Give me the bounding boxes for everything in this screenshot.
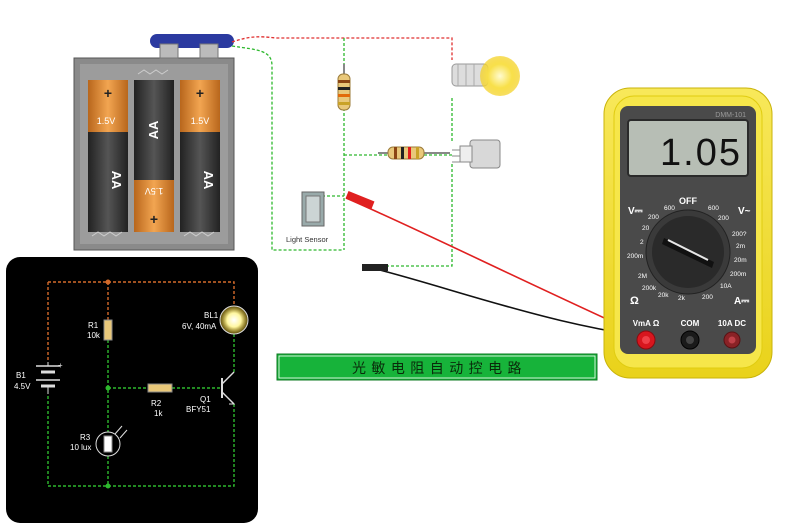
cell-1-label: AA xyxy=(109,171,124,190)
r3-ldr-symbol xyxy=(95,425,128,457)
light-bulb[interactable] xyxy=(451,56,520,96)
bl1-value: 6V, 40mA xyxy=(182,322,217,331)
b1-value: 4.5V xyxy=(14,382,31,391)
light-sensor[interactable]: Light Sensor xyxy=(286,191,329,244)
b1-name: B1 xyxy=(16,371,26,380)
transistor-component xyxy=(452,139,501,169)
r2-name: R2 xyxy=(151,399,162,408)
scale-right-2m: 2m xyxy=(736,243,745,250)
resistor-r1-component xyxy=(337,64,351,111)
port-10a-label: 10A DC xyxy=(718,319,746,328)
scale-ohm-200k: 200k xyxy=(642,285,657,292)
title-banner: 光 敏 电 阻 自 动 控 电 路 xyxy=(276,353,598,381)
scale-ohm-2k: 2k xyxy=(678,295,686,302)
q1-transistor-symbol xyxy=(221,371,236,405)
r3-value: 10 lux xyxy=(70,443,91,452)
off-label: OFF xyxy=(679,196,697,206)
title-banner-text: 光 敏 电 阻 自 动 控 电 路 xyxy=(352,361,522,377)
port-vma-label: VmA Ω xyxy=(633,319,660,328)
schematic-battery-symbol: + xyxy=(36,361,63,394)
cell-3-label: AA xyxy=(201,171,216,190)
v-ac-label: V~ xyxy=(738,206,751,217)
schematic-panel: + B1 4.5V R1 10k R2 1k BL1 6V, 40mA Q1 B… xyxy=(6,257,258,523)
r1-name: R1 xyxy=(88,321,99,330)
rotary-dial[interactable] xyxy=(645,209,731,295)
port-10a-jack[interactable] xyxy=(723,331,741,349)
scale-right-10a: 10A xyxy=(720,283,732,290)
resistor-r2-component xyxy=(378,146,450,160)
scale-left-200m: 200m xyxy=(627,253,643,260)
bl1-lamp-symbol xyxy=(219,305,249,335)
scale-left-20: 20 xyxy=(642,225,650,232)
scale-ohm-200: 200 xyxy=(702,294,713,301)
light-sensor-label: Light Sensor xyxy=(286,235,329,244)
ohm-label: Ω xyxy=(630,295,639,307)
scale-right-200q: 200? xyxy=(732,231,747,238)
port-vma-jack[interactable] xyxy=(636,330,656,350)
multimeter-brand: DMM-101 xyxy=(715,112,746,119)
multimeter-display-value: 1.05 xyxy=(660,132,742,174)
cell-2-plus: + xyxy=(150,211,158,227)
scale-right-200m: 200m xyxy=(730,271,746,278)
scale-ohm-20k: 20k xyxy=(658,292,669,299)
scale-left-2: 2 xyxy=(640,239,644,246)
aa-cell-3: + 1.5V AA xyxy=(180,80,220,232)
port-com-jack[interactable] xyxy=(680,330,700,350)
cell-1-voltage: 1.5V xyxy=(97,116,116,126)
cell-2-label: AA xyxy=(146,120,161,139)
cell-3-voltage: 1.5V xyxy=(191,116,210,126)
r3-name: R3 xyxy=(80,433,91,442)
cell-2-voltage: 1.5V xyxy=(145,186,164,196)
battery-plus-mark: + xyxy=(58,361,63,370)
multimeter-display xyxy=(627,119,749,177)
breadboard-wiring xyxy=(231,36,453,267)
port-com-label: COM xyxy=(681,319,700,328)
aa-cell-2: AA 1.5V + xyxy=(134,80,174,232)
bl1-name: BL1 xyxy=(204,311,219,320)
cell-1-plus: + xyxy=(104,85,112,101)
multimeter: DMM-101 1.05 OFF V⎓ V~ Ω A⎓ 600 200 20 2… xyxy=(603,87,773,379)
battery-pack: + 1.5V AA AA 1.5V + + 1.5V AA xyxy=(73,34,235,251)
v-dc-label: V⎓ xyxy=(628,206,643,217)
aa-cell-1: + 1.5V AA xyxy=(88,80,128,232)
r1-symbol xyxy=(103,319,113,341)
scale-right-20m: 20m xyxy=(734,257,747,264)
scale-ohm-2m: 2M xyxy=(638,273,647,280)
cell-3-plus: + xyxy=(196,85,204,101)
q1-name: Q1 xyxy=(200,395,211,404)
r2-symbol xyxy=(147,383,173,393)
q1-value: BFY51 xyxy=(186,405,211,414)
r1-value: 10k xyxy=(87,331,101,340)
scale-left-200: 200 xyxy=(648,214,659,221)
r2-value: 1k xyxy=(154,409,163,418)
scale-left-600: 600 xyxy=(664,205,675,212)
scale-right-200: 200 xyxy=(718,215,729,222)
amp-label: A⎓ xyxy=(734,296,749,307)
scale-right-600: 600 xyxy=(708,205,719,212)
